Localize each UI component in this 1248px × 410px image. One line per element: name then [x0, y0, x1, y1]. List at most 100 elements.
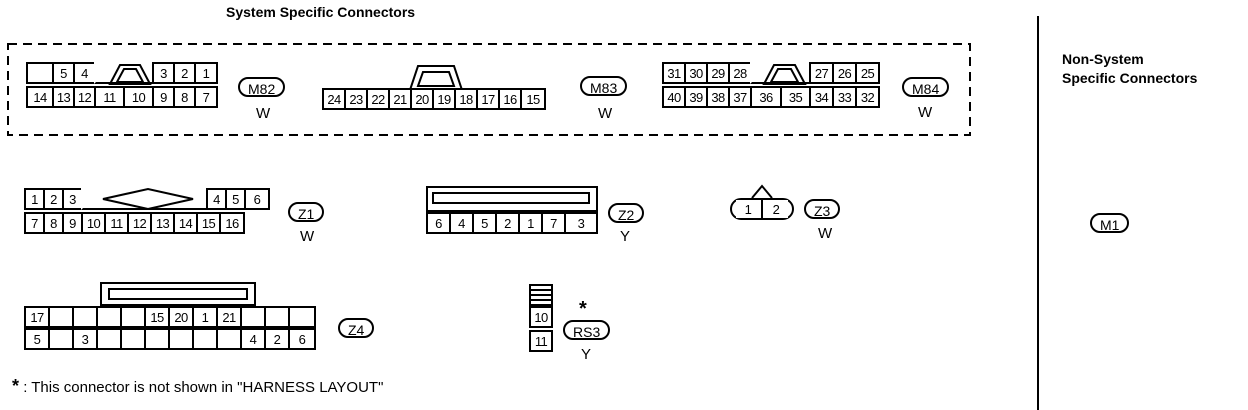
pin-cell: [96, 328, 122, 350]
z3-latch-icon: [751, 184, 773, 199]
pin-cell: [48, 328, 74, 350]
pin-cell: 20: [410, 88, 434, 110]
rs3-lock-ribs-icon: [529, 284, 553, 306]
z4-id-badge: Z4: [338, 318, 375, 338]
pin-cell: 16: [498, 88, 522, 110]
pin-cell: [216, 328, 242, 350]
m84-wire-color: W: [918, 104, 933, 121]
pin-cell: 2: [495, 212, 520, 234]
pin-cell: 14: [173, 212, 198, 234]
pin-cell: [264, 306, 290, 328]
pin-cell: 5: [52, 62, 75, 84]
footnote: * : This connector is not shown in "HARN…: [12, 376, 383, 397]
pin-cell: 7: [24, 212, 45, 234]
pin-cell: [120, 328, 146, 350]
pin-cell: 37: [728, 86, 752, 108]
pin-cell: 21: [216, 306, 242, 328]
pin-cell: 6: [288, 328, 316, 350]
pin-cell: 1: [192, 306, 218, 328]
pin-cell: 1: [736, 200, 760, 218]
z1-bottom-row: 7 8 9 10 11 12 13 14 15 16: [24, 212, 245, 234]
z3-id-badge: Z3: [804, 199, 841, 219]
pin-cell: 13: [150, 212, 175, 234]
pin-cell: [144, 328, 170, 350]
z1-id-badge: Z1: [288, 202, 325, 222]
z4-latch-slot: [108, 288, 248, 300]
pin-cell: 1: [518, 212, 543, 234]
m83-latch-icon: [408, 65, 464, 91]
pin-cell: 21: [388, 88, 412, 110]
m83-row: 24 23 22 21 20 19 18 17 16 15: [322, 88, 546, 110]
m84-bottom-row: 40 39 38 37 36 35 34 33 32: [662, 86, 880, 108]
pin-cell: 20: [168, 306, 194, 328]
pin-cell: 28: [728, 62, 752, 84]
pin-cell: 14: [26, 86, 54, 108]
pin-cell: 34: [809, 86, 834, 108]
pin-cell: 6: [244, 188, 270, 210]
pin-cell: 3: [62, 188, 83, 210]
pin-cell: 8: [173, 86, 196, 108]
pin-cell: 38: [706, 86, 730, 108]
pin-cell: 23: [344, 88, 368, 110]
pin-cell: 31: [662, 62, 686, 84]
rs3-star-marker: *: [579, 298, 587, 320]
pin-cell: 24: [322, 88, 346, 110]
pin-cell: 15: [196, 212, 221, 234]
z2-latch-slot: [432, 192, 590, 204]
z3-wire-color: W: [818, 225, 833, 242]
pin-cell: 2: [173, 62, 196, 84]
m82-top-row: 5 4 3 2 1: [26, 62, 218, 84]
pin-cell: 7: [194, 86, 218, 108]
pin-cell: 12: [127, 212, 152, 234]
pin-cell: [168, 328, 194, 350]
pin-cell: 25: [855, 62, 880, 84]
pin-cell: [120, 306, 146, 328]
m83-id-badge: M83: [580, 76, 628, 96]
pin-cell: [26, 62, 54, 84]
z3-pin-divider: [761, 200, 763, 218]
pin-cell: 4: [73, 62, 96, 84]
pin-cell: 6: [426, 212, 451, 234]
pin-cell: 15: [520, 88, 546, 110]
pin-cell: 17: [24, 306, 50, 328]
pin-cell: 29: [706, 62, 730, 84]
z2-row: 6 4 5 2 1 7 3: [426, 212, 598, 234]
z1-wire-color: W: [300, 228, 315, 245]
pin-cell: 32: [855, 86, 880, 108]
z1-latch-icon: [102, 187, 194, 211]
pin-cell: 15: [144, 306, 170, 328]
m82-latch-icon: [108, 64, 152, 85]
m82-id-badge: M82: [238, 77, 286, 97]
z2-wire-color: Y: [620, 228, 631, 245]
pin-cell: 9: [62, 212, 83, 234]
pin-cell: 1: [24, 188, 45, 210]
pin-cell: 2: [43, 188, 64, 210]
z4-bottom-row: 5 3 4 2 6: [24, 328, 316, 350]
pin-cell: 36: [750, 86, 782, 108]
pin-cell: 16: [219, 212, 245, 234]
pin-cell: 18: [454, 88, 478, 110]
non-system-title-line2: Specific Connectors: [1062, 70, 1198, 86]
pin-cell: 3: [564, 212, 598, 234]
pin-cell: 10: [81, 212, 106, 234]
footnote-text: : This connector is not shown in "HARNES…: [23, 379, 384, 396]
pin-cell: [72, 306, 98, 328]
m84-latch-icon: [762, 64, 807, 85]
m1-id-badge: M1: [1090, 213, 1130, 233]
pin-cell: 19: [432, 88, 456, 110]
m82-bottom-row: 14 13 12 11 10 9 8 7: [26, 86, 218, 108]
pin-cell: 8: [43, 212, 64, 234]
z1-top-row: 1 2 3 4 5 6: [24, 188, 270, 210]
m84-top-row: 31 30 29 28 27 26 25: [662, 62, 880, 84]
pin-cell: 12: [73, 86, 96, 108]
pin-cell: 35: [780, 86, 811, 108]
pin-cell: 11: [104, 212, 129, 234]
pin-cell: 4: [240, 328, 266, 350]
pin-cell: 10: [123, 86, 154, 108]
m84-id-badge: M84: [902, 77, 950, 97]
pin-cell: 11: [529, 330, 553, 352]
pin-cell: [48, 306, 74, 328]
footnote-star: *: [12, 376, 20, 396]
pin-cell: 4: [449, 212, 474, 234]
